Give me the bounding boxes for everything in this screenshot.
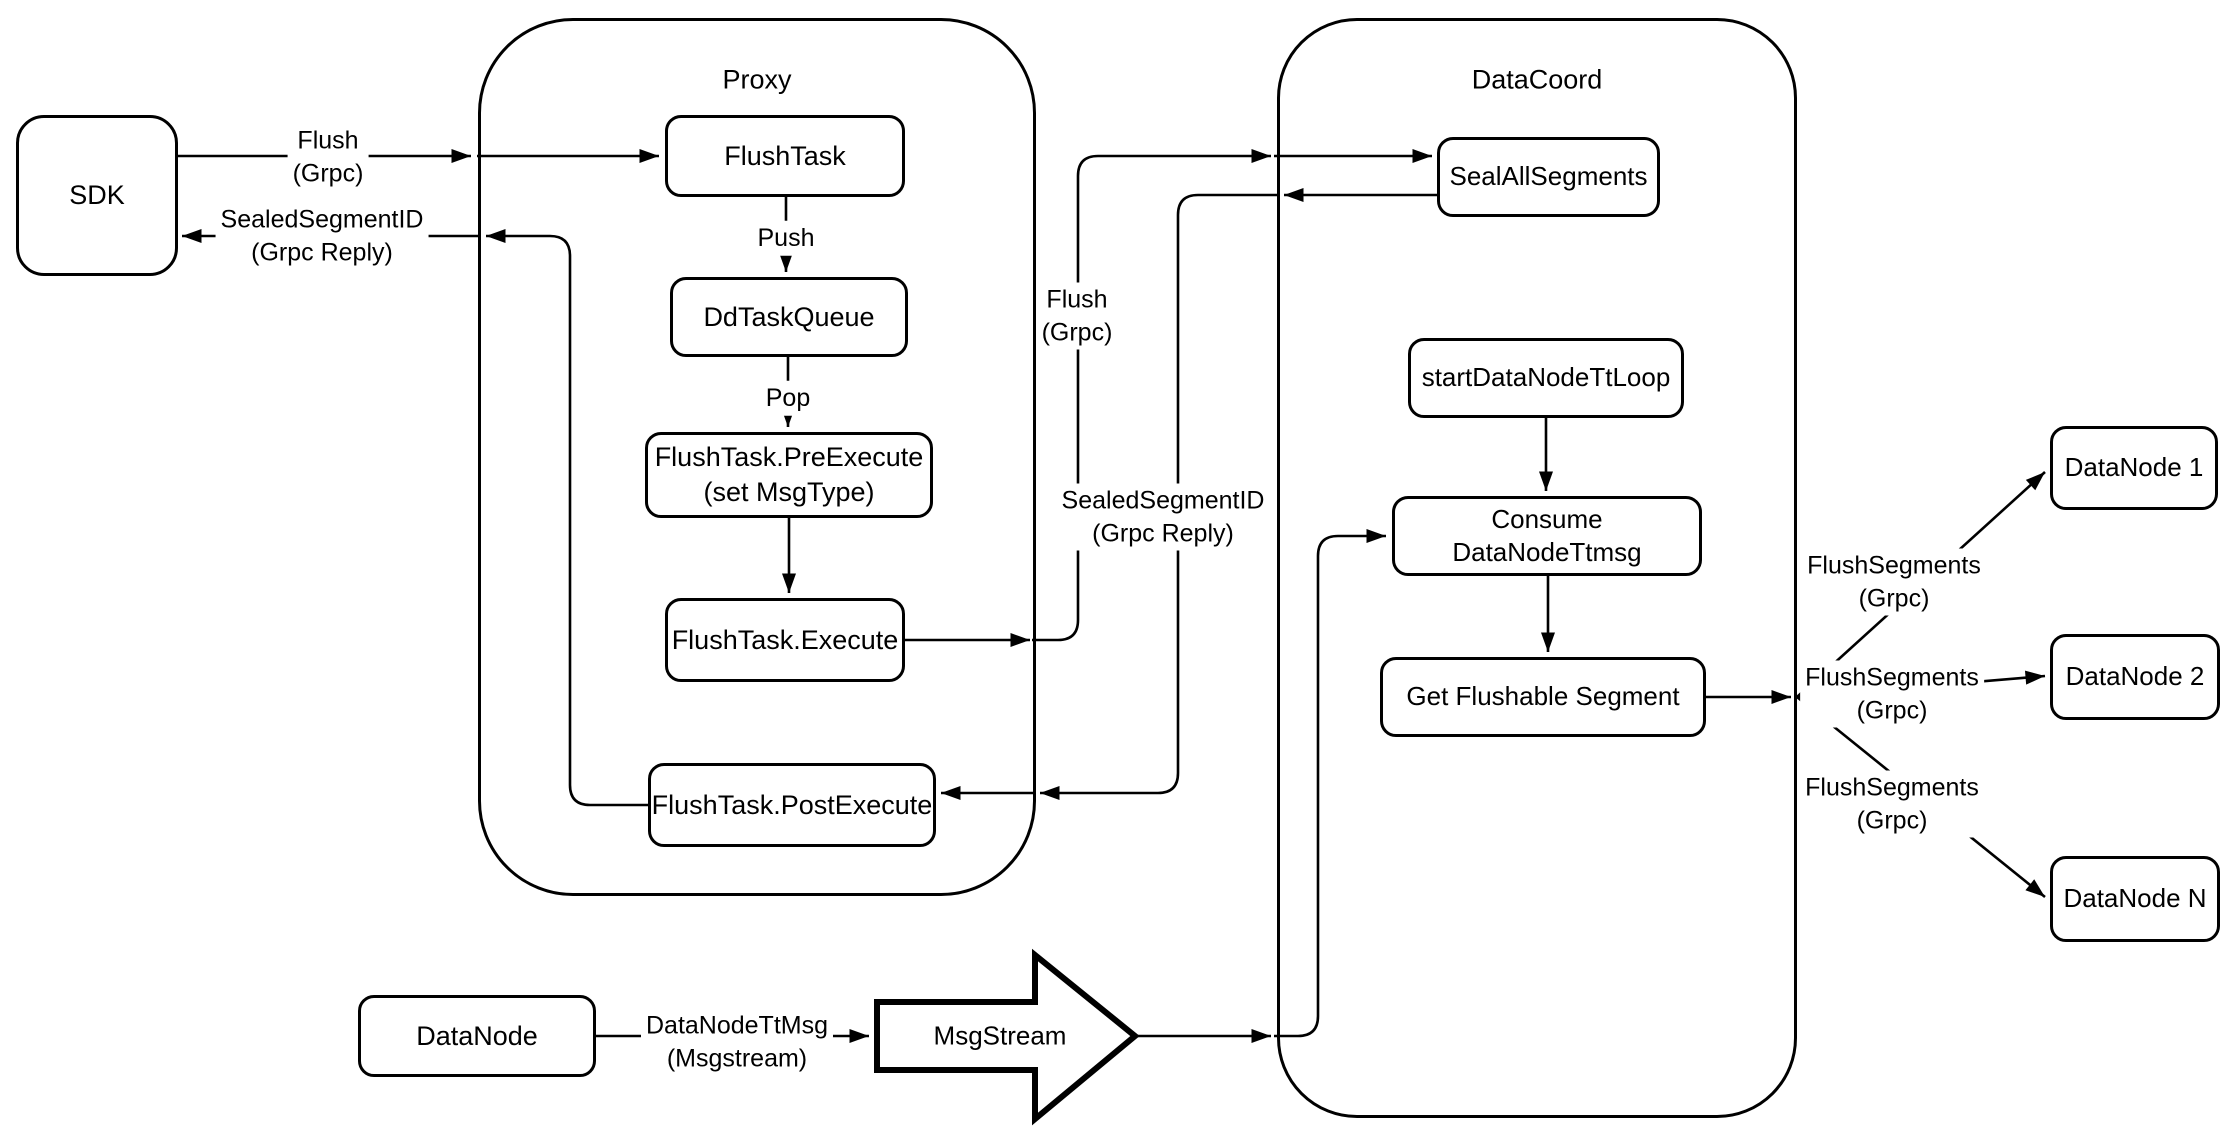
sdk-label: SDK	[69, 180, 125, 211]
proxy-container	[478, 18, 1036, 896]
msgstream-label: MsgStream	[933, 1020, 1067, 1051]
startdatanodettloop-label: startDataNodeTtLoop	[1421, 362, 1671, 393]
datanode-source-label: DataNode	[416, 1020, 538, 1051]
datacoord-container	[1277, 18, 1797, 1118]
startdatanodettloop-node: startDataNodeTtLoop	[1408, 338, 1684, 418]
postexecute-label: FlushTask.PostExecute	[651, 789, 933, 820]
datanoden-label: DataNode N	[2063, 883, 2207, 914]
execute-node: FlushTask.Execute	[665, 598, 905, 682]
get-flushable-segment-node: Get Flushable Segment	[1380, 657, 1706, 737]
proxy-title: Proxy	[722, 64, 792, 95]
sealallsegments-label: SealAllSegments	[1449, 161, 1648, 192]
execute-label: FlushTask.Execute	[671, 624, 899, 655]
edge-label-sdk-flush: Flush (Grpc)	[287, 123, 369, 191]
datanode1-node: DataNode 1	[2050, 426, 2218, 510]
msgstream-arrow-shape	[874, 948, 1140, 1126]
edge-label-flushsegments-3: FlushSegments (Grpc)	[1800, 770, 1984, 838]
sdk-node: SDK	[16, 115, 178, 276]
get-flushable-segment-label: Get Flushable Segment	[1406, 681, 1680, 712]
datanode-source-node: DataNode	[358, 995, 596, 1077]
preexecute-label-line1: FlushTask.PreExecute	[654, 442, 924, 473]
edge-label-proxy-reply: SealedSegmentID (Grpc Reply)	[1056, 483, 1270, 551]
flushtask-label: FlushTask	[724, 140, 846, 171]
edge-datacoord-border-to-consume	[1274, 529, 1386, 1038]
consume-datanodettmsg-node: Consume DataNodeTtmsg	[1392, 496, 1702, 576]
edge-label-push: Push	[752, 220, 820, 256]
edge-label-flushsegments-2: FlushSegments (Grpc)	[1800, 660, 1984, 728]
datanode1-label: DataNode 1	[2064, 452, 2204, 483]
edge-label-pop: Pop	[760, 380, 816, 416]
preexecute-node: FlushTask.PreExecute (set MsgType)	[645, 432, 933, 518]
datanoden-node: DataNode N	[2050, 856, 2220, 942]
ddtaskqueue-node: DdTaskQueue	[670, 277, 908, 357]
edge-label-proxy-flush: Flush (Grpc)	[1036, 282, 1118, 350]
edge-label-flushsegments-1: FlushSegments (Grpc)	[1802, 548, 1986, 616]
preexecute-label-line2: (set MsgType)	[703, 477, 875, 507]
datacoord-title: DataCoord	[1471, 64, 1603, 95]
sealallsegments-node: SealAllSegments	[1437, 137, 1660, 217]
edge-postexecute-to-proxy-border-reply	[486, 229, 648, 807]
postexecute-node: FlushTask.PostExecute	[648, 763, 936, 847]
datanode2-node: DataNode 2	[2050, 634, 2220, 720]
datanode2-label: DataNode 2	[2065, 661, 2205, 692]
flushtask-node: FlushTask	[665, 115, 905, 197]
edge-label-sdk-reply: SealedSegmentID (Grpc Reply)	[215, 202, 429, 270]
edge-label-datanode-ttmsg: DataNodeTtMsg (Msgstream)	[640, 1008, 834, 1076]
ddtaskqueue-label: DdTaskQueue	[703, 301, 875, 332]
edge-proxy-to-datacoord-flush	[1032, 149, 1271, 642]
consume-datanodettmsg-label: Consume DataNodeTtmsg	[1452, 503, 1642, 567]
